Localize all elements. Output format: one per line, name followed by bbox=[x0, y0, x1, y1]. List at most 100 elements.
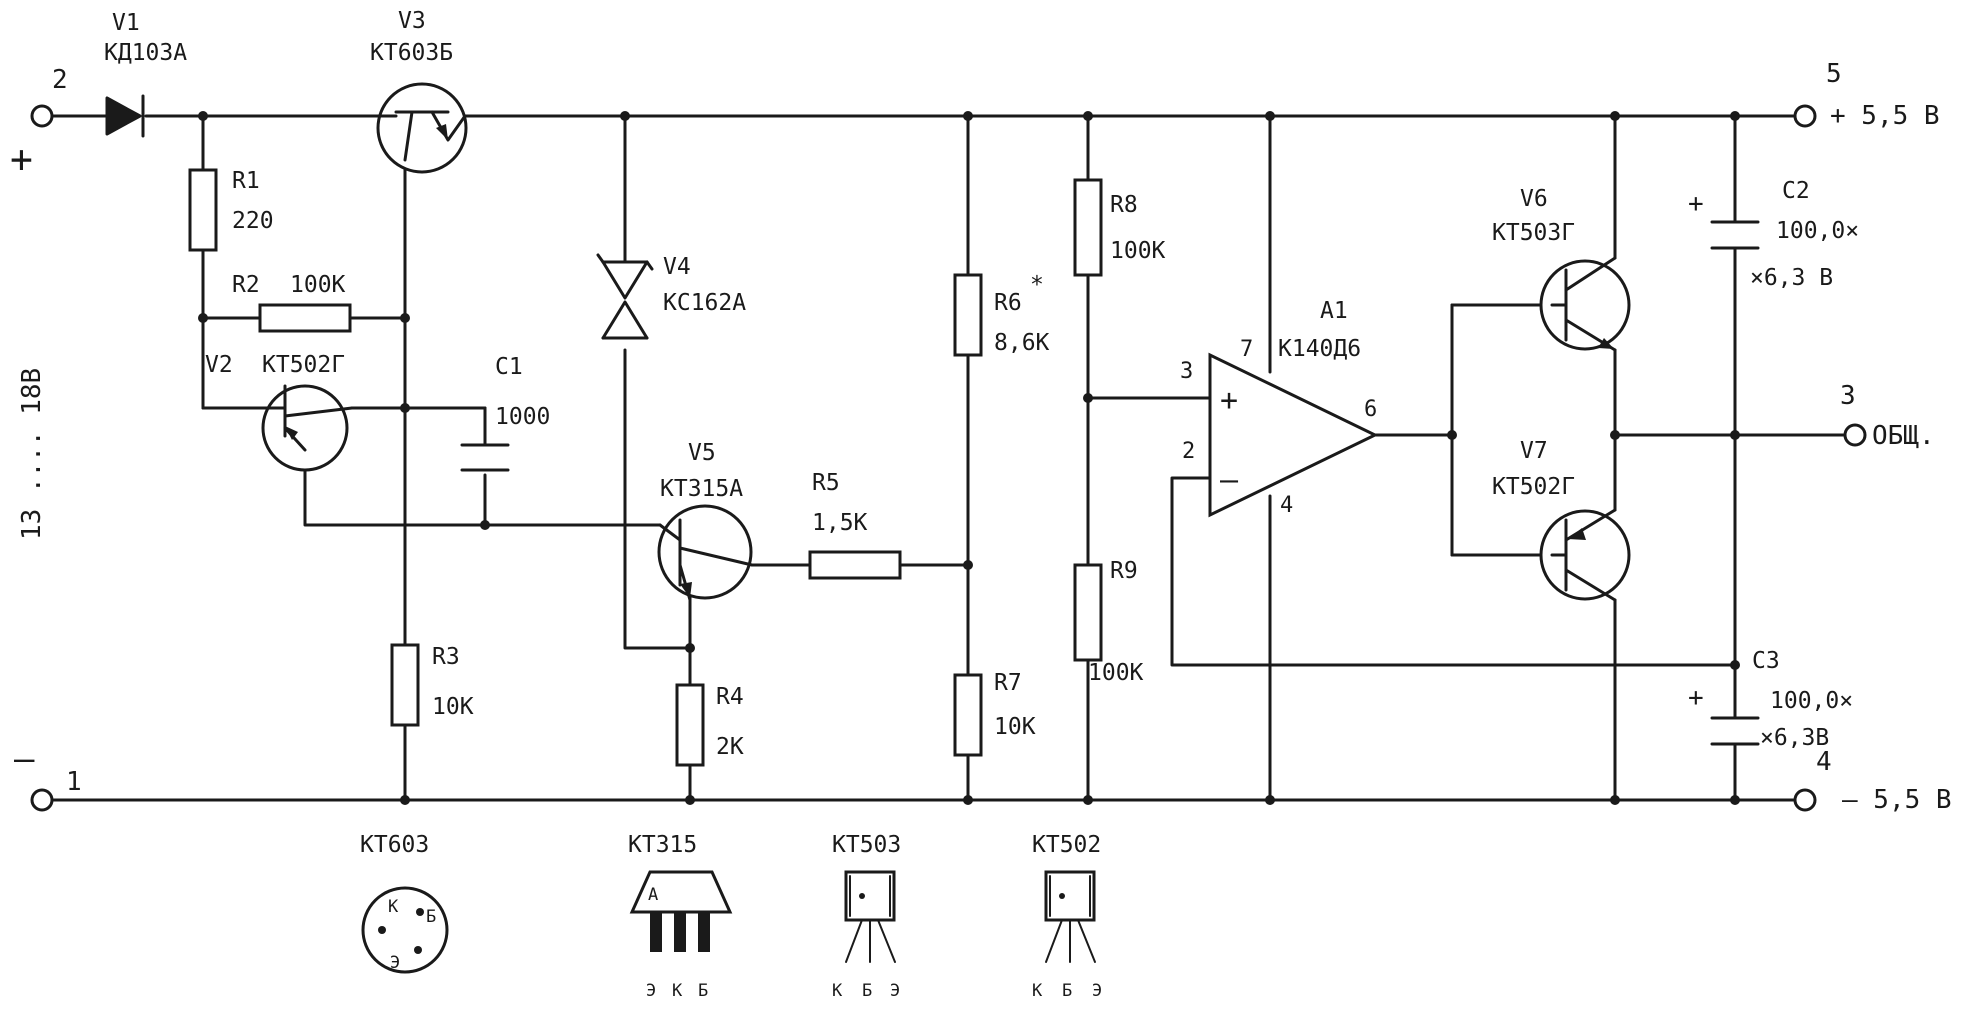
svg-text:100К: 100К bbox=[1110, 238, 1166, 264]
diode-v1: V1 КД103А bbox=[104, 10, 187, 138]
svg-text:Э: Э bbox=[1092, 981, 1102, 1001]
svg-text:Б: Б bbox=[1062, 981, 1072, 1001]
svg-text:КТ603Б: КТ603Б bbox=[370, 40, 453, 66]
svg-text:100К: 100К bbox=[290, 272, 346, 298]
svg-text:Б: Б bbox=[426, 907, 436, 927]
svg-text:КТ503: КТ503 bbox=[832, 832, 901, 858]
pinout-kt503: КТ503 К Б Э bbox=[832, 832, 901, 1001]
pinout-kt315: КТ315 А Э К Б bbox=[628, 832, 733, 1001]
resistor-r8: R8 100К bbox=[1073, 178, 1166, 277]
svg-text:*: * bbox=[1030, 272, 1044, 298]
svg-text:A1: A1 bbox=[1320, 298, 1348, 324]
transistor-v3: V3 КТ603Б bbox=[370, 8, 468, 174]
svg-text:+: + bbox=[1688, 683, 1704, 713]
terminal-2: 2 + bbox=[10, 65, 68, 181]
svg-text:1,5К: 1,5К bbox=[812, 510, 868, 536]
resistor-r2: R2 100К bbox=[232, 272, 352, 333]
input-voltage-range: 13 .... 18В bbox=[17, 368, 47, 540]
capacitor-c1: C1 1000 bbox=[460, 354, 550, 472]
svg-text:7: 7 bbox=[1240, 337, 1253, 362]
svg-text:К: К bbox=[388, 897, 399, 917]
resistor-r9: R9 100К bbox=[1073, 558, 1144, 686]
svg-text:100,0×: 100,0× bbox=[1770, 688, 1853, 714]
resistor-r6: R6 * 8,6К bbox=[953, 272, 1050, 357]
opamp-a1: + – 3 7 2 4 6 A1 К140Д6 bbox=[1180, 298, 1379, 518]
svg-text:R8: R8 bbox=[1110, 192, 1138, 218]
junctions bbox=[198, 111, 1740, 805]
svg-text:V1: V1 bbox=[112, 10, 140, 36]
svg-text:КТ315: КТ315 bbox=[628, 832, 697, 858]
svg-text:V5: V5 bbox=[688, 440, 716, 466]
svg-text:10К: 10К bbox=[432, 694, 474, 720]
svg-text:–: – bbox=[1220, 463, 1239, 498]
transistor-v2: V2 КТ502Г bbox=[205, 352, 354, 472]
svg-text:4: 4 bbox=[1280, 493, 1293, 518]
resistor-r7: R7 10К bbox=[953, 670, 1036, 757]
svg-text:+ 5,5 В: + 5,5 В bbox=[1830, 101, 1940, 131]
svg-text:100,0×: 100,0× bbox=[1776, 218, 1859, 244]
resistor-r1: R1 220 bbox=[188, 168, 274, 252]
resistor-r5: R5 1,5К bbox=[808, 470, 902, 580]
terminal-1: 1 – bbox=[14, 739, 82, 812]
svg-text:V4: V4 bbox=[663, 254, 691, 280]
svg-text:1000: 1000 bbox=[495, 404, 550, 430]
svg-text:+: + bbox=[10, 137, 33, 181]
svg-text:–: – bbox=[14, 739, 35, 779]
svg-text:C2: C2 bbox=[1782, 178, 1810, 204]
svg-text:4: 4 bbox=[1816, 747, 1832, 777]
svg-text:КТ315А: КТ315А bbox=[660, 476, 743, 502]
svg-text:V2: V2 bbox=[205, 352, 233, 378]
svg-text:V6: V6 bbox=[1520, 186, 1548, 212]
svg-text:КТ502Г: КТ502Г bbox=[262, 352, 345, 378]
svg-text:R1: R1 bbox=[232, 168, 260, 194]
svg-text:R9: R9 bbox=[1110, 558, 1138, 584]
svg-text:КТ503Г: КТ503Г bbox=[1492, 220, 1575, 246]
svg-text:8,6К: 8,6К bbox=[994, 330, 1050, 356]
svg-text:×6,3В: ×6,3В bbox=[1760, 725, 1829, 751]
wires bbox=[50, 114, 1847, 802]
pinout-kt502: КТ502 К Б Э bbox=[1032, 832, 1102, 1001]
svg-text:КТ603: КТ603 bbox=[360, 832, 429, 858]
pinout-kt603: КТ603 К Б Э bbox=[360, 832, 449, 974]
svg-text:6: 6 bbox=[1364, 397, 1377, 422]
svg-text:ОБЩ.: ОБЩ. bbox=[1872, 421, 1935, 451]
svg-text:КС162А: КС162А bbox=[663, 290, 746, 316]
terminal-4: 4 – 5,5 В bbox=[1793, 747, 1952, 815]
svg-text:C1: C1 bbox=[495, 354, 523, 380]
svg-text:R5: R5 bbox=[812, 470, 840, 496]
svg-text:2: 2 bbox=[1182, 439, 1195, 464]
svg-text:C3: C3 bbox=[1752, 648, 1780, 674]
terminal-3: 3 ОБЩ. bbox=[1840, 381, 1935, 451]
svg-text:К: К bbox=[832, 981, 843, 1001]
svg-text:Э: Э bbox=[890, 981, 900, 1001]
svg-text:V7: V7 bbox=[1520, 438, 1548, 464]
svg-text:К: К bbox=[1032, 981, 1043, 1001]
svg-text:– 5,5 В: – 5,5 В bbox=[1842, 785, 1952, 815]
svg-text:100К: 100К bbox=[1088, 660, 1144, 686]
svg-text:2: 2 bbox=[52, 65, 68, 95]
terminal-5: 5 + 5,5 В bbox=[1793, 59, 1940, 131]
svg-text:Э: Э bbox=[390, 953, 400, 973]
svg-text:КТ502Г: КТ502Г bbox=[1492, 474, 1575, 500]
svg-text:R7: R7 bbox=[994, 670, 1022, 696]
svg-text:×6,3 В: ×6,3 В bbox=[1750, 265, 1833, 291]
transistor-v5: V5 КТ315А bbox=[657, 440, 754, 650]
svg-text:К: К bbox=[672, 981, 683, 1001]
svg-text:R6: R6 bbox=[994, 290, 1022, 316]
svg-text:КТ502: КТ502 bbox=[1032, 832, 1101, 858]
svg-text:Б: Б bbox=[862, 981, 872, 1001]
svg-text:Э: Э bbox=[646, 981, 656, 1001]
svg-text:КД103А: КД103А bbox=[104, 40, 187, 66]
svg-text:1: 1 bbox=[66, 767, 82, 797]
svg-text:2К: 2К bbox=[716, 734, 744, 760]
svg-text:К140Д6: К140Д6 bbox=[1278, 336, 1361, 362]
zener-v4: V4 КС162А bbox=[596, 253, 746, 340]
svg-text:R2: R2 bbox=[232, 272, 260, 298]
svg-text:+: + bbox=[1220, 383, 1238, 418]
resistor-r4: R4 2К bbox=[675, 683, 744, 767]
svg-text:R3: R3 bbox=[432, 644, 460, 670]
resistor-r3: R3 10К bbox=[390, 643, 474, 727]
svg-text:5: 5 bbox=[1826, 59, 1842, 89]
svg-text:+: + bbox=[1688, 189, 1704, 219]
transistor-v6: V6 КТ503Г bbox=[1492, 186, 1631, 352]
